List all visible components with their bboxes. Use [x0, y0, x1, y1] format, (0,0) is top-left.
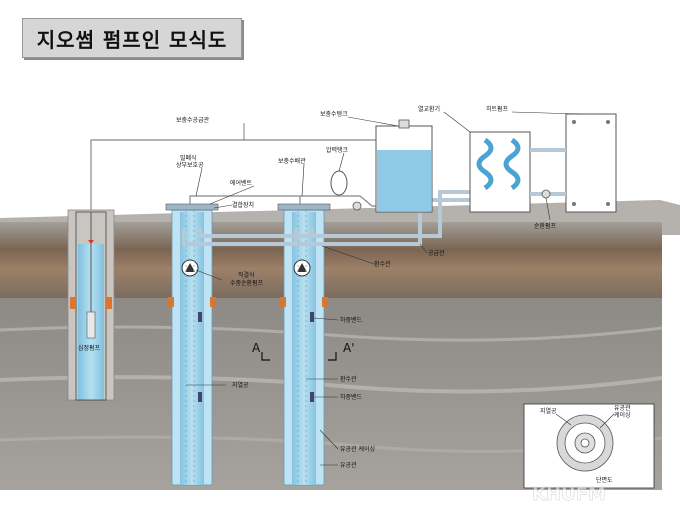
heat-pump-bolt — [572, 120, 576, 124]
geothermal-well-2-inner — [292, 212, 316, 485]
weight-band-mark — [310, 312, 314, 322]
label-section-a: A — [252, 341, 261, 355]
label-return-pipe-2: 환수관 — [340, 375, 357, 383]
pump-arrow — [185, 263, 195, 272]
section-marker-a — [261, 352, 270, 361]
heat-pump — [565, 113, 617, 213]
inset-leader — [599, 413, 615, 429]
heat-exchanger-coil — [503, 137, 521, 191]
label-aux-tank: 보충수탱크 — [320, 110, 348, 118]
aux-drain-pipe — [189, 195, 301, 204]
leader-lines — [186, 111, 581, 466]
inset-pipe-inner — [580, 438, 590, 448]
section-marker-a-prime — [328, 352, 337, 361]
label-direct-2: 수중순환펌프 — [230, 279, 264, 287]
label-inset-caption: 단면도 — [596, 476, 613, 484]
well-cap-2 — [277, 203, 331, 211]
label-sealed-1: 밀폐식 — [180, 154, 197, 162]
well-cap-1 — [165, 203, 219, 211]
circulation-pump-surface — [541, 189, 551, 199]
label-aux-drain-pipe: 보충수배관 — [278, 157, 306, 165]
label-direct-1: 직결식 — [238, 271, 255, 279]
weight-band-mark — [198, 392, 202, 402]
heat-pump-bolt — [606, 202, 610, 206]
weight-band-mark — [198, 312, 202, 322]
label-heat-exchanger: 열교환기 — [418, 105, 440, 113]
label-sealed-2: 상부보호공 — [176, 161, 204, 169]
label-air-vent: 에어벤트 — [230, 179, 253, 187]
heat-exchanger-coil — [476, 137, 494, 191]
pressure-tank — [330, 170, 348, 196]
aux-tank-valve — [398, 119, 410, 129]
label-section-a-prime: A' — [343, 341, 355, 355]
label-weight-band-1: 하중밴드 — [340, 316, 363, 324]
label-coupling-device: 결합장치 — [232, 201, 254, 209]
label-casing: 유공관 케이싱 — [340, 445, 375, 453]
aux-pump — [352, 201, 362, 211]
flange — [280, 297, 286, 307]
label-perforated-pipe: 유공관 — [340, 461, 357, 469]
label-circulation-pump: 순환펌프 — [534, 222, 557, 230]
title-box: 지오썸 펌프인 모식도 — [22, 18, 242, 58]
heat-exchanger — [469, 131, 531, 213]
label-inset-geothermal-hole: 지열공 — [540, 407, 557, 415]
weight-band-mark — [310, 392, 314, 402]
label-supply-pipe: 공급관 — [428, 249, 445, 257]
flange — [70, 297, 76, 309]
supply-pipe — [198, 190, 470, 238]
flange — [168, 297, 174, 307]
inset-leader — [555, 413, 572, 426]
aux-tank-water — [377, 150, 431, 211]
label-pressure-tank: 압력탱크 — [326, 146, 349, 154]
label-return-pipe: 환수관 — [374, 260, 391, 268]
pump-arrow — [297, 263, 307, 272]
watermark: KHUFM — [532, 484, 606, 505]
flange — [322, 297, 328, 307]
deep-well-pump-body — [86, 311, 96, 339]
label-inset-casing-2: 케이싱 — [614, 411, 631, 419]
label-weight-band-2: 하중밴드 — [340, 393, 363, 401]
label-inset-casing-1: 유공관 — [614, 404, 631, 412]
water-level-mark — [88, 240, 94, 244]
heat-pump-bolt — [606, 120, 610, 124]
label-aux-supply-pipe: 보충수공급관 — [176, 116, 210, 124]
geothermal-well-1-inner — [180, 212, 204, 485]
label-deep-well-pump: 심정펌프 — [78, 344, 101, 352]
page-title: 지오썸 펌프인 모식도 — [36, 27, 228, 52]
flange — [106, 297, 112, 309]
flange — [210, 297, 216, 307]
heat-pump-bolt — [572, 202, 576, 206]
label-heat-pump: 히트펌프 — [486, 105, 509, 113]
label-geothermal-hole: 지열공 — [232, 381, 249, 389]
